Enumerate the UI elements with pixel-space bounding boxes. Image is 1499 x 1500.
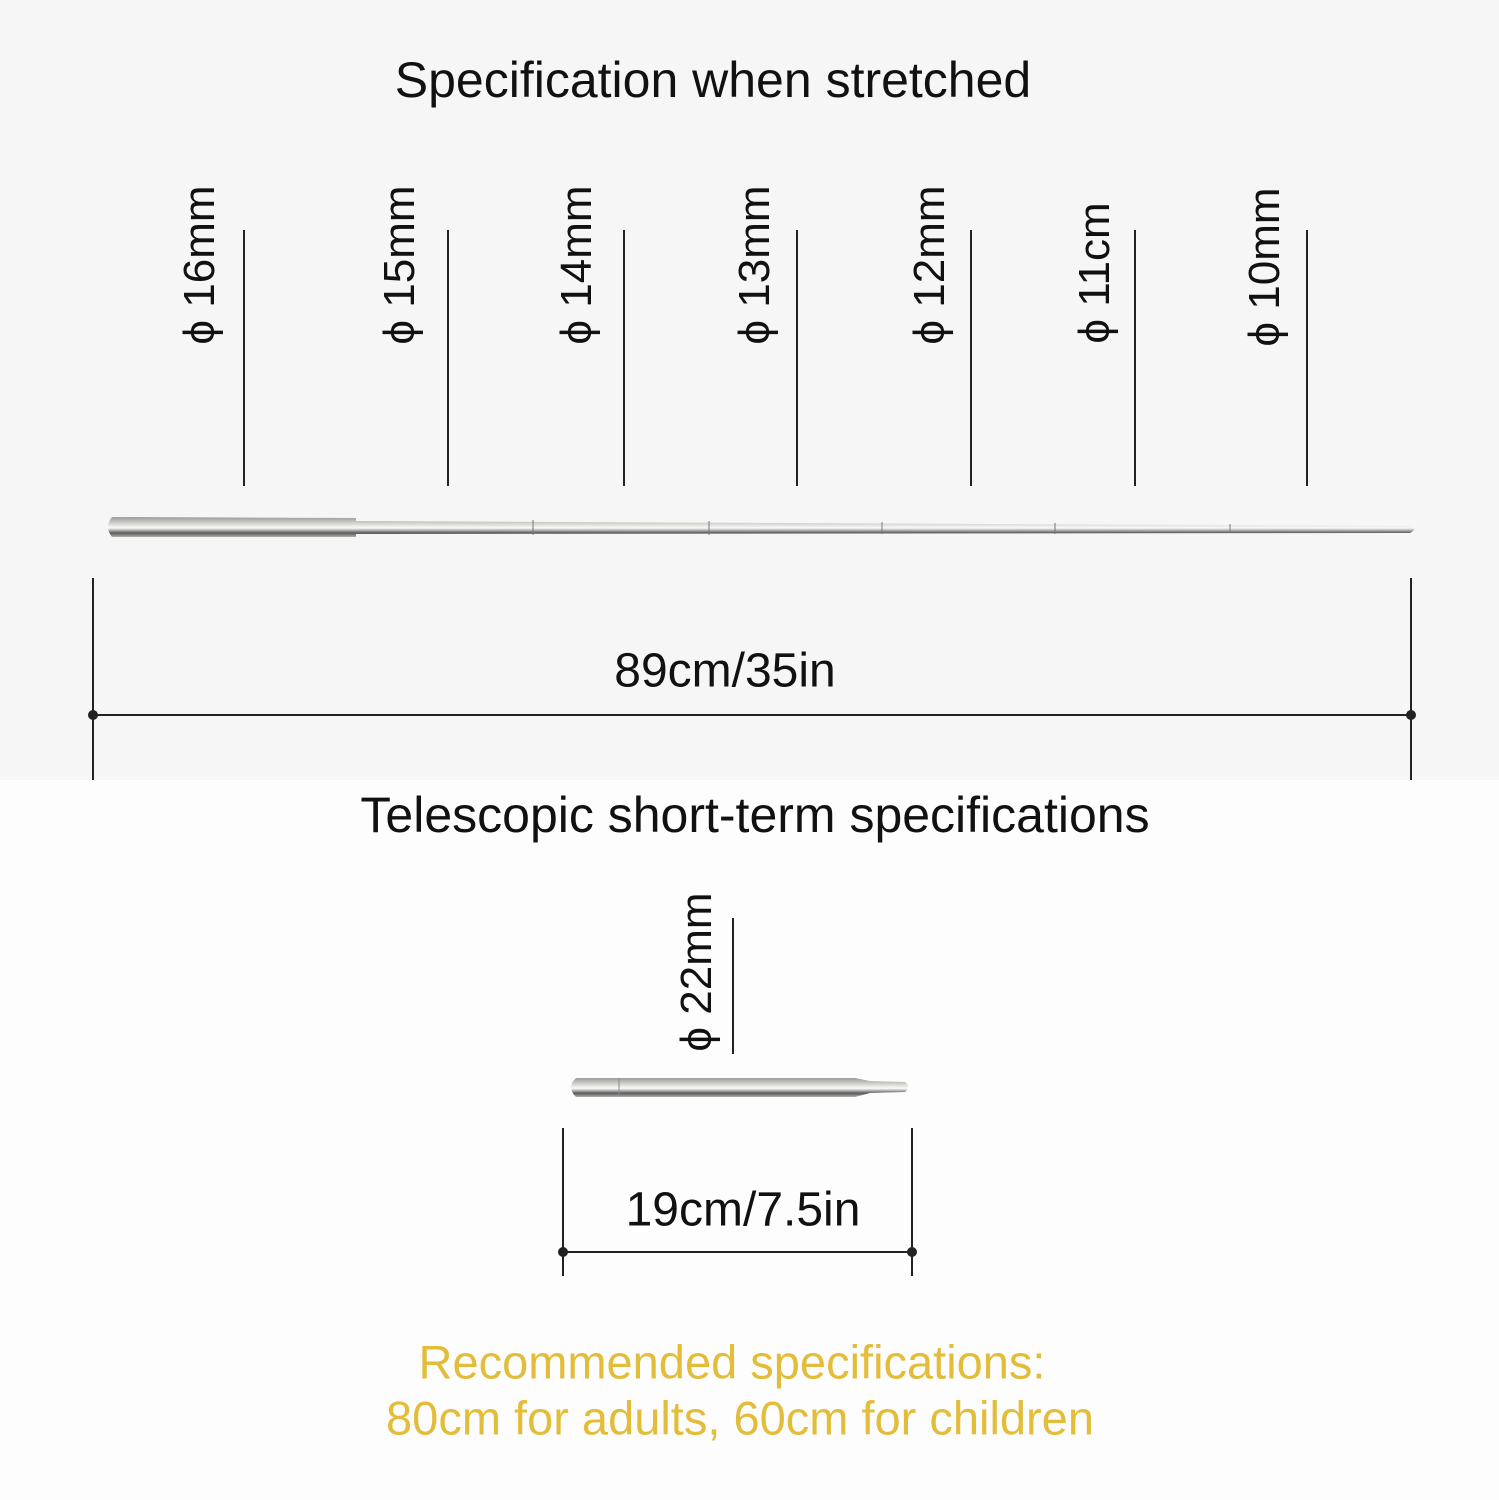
diameter-label: ϕ 11cm <box>1070 202 1119 344</box>
retracted-rod <box>571 1078 908 1097</box>
retracted-diameter-label: ϕ 22mm <box>672 892 721 1052</box>
recommendation-line-2: 80cm for adults, 60cm for children <box>386 1391 1094 1445</box>
diameter-label: ϕ 10mm <box>1240 187 1289 347</box>
extended-length-dimension <box>88 578 1416 780</box>
retracted-title: Telescopic short-term specifications <box>360 787 1150 843</box>
top-section-background <box>0 0 1499 780</box>
extended-rod <box>108 517 1414 537</box>
retracted-length-dimension <box>558 1128 917 1276</box>
diameter-leader-lines <box>243 230 1308 486</box>
diameter-label: ϕ 13mm <box>730 185 779 345</box>
extended-length-label: 89cm/35in <box>614 644 836 698</box>
diameter-label: ϕ 16mm <box>175 185 224 345</box>
recommendation-line-1: Recommended specifications: <box>418 1335 1046 1389</box>
diameter-label: ϕ 12mm <box>905 185 954 345</box>
diameter-label: ϕ 14mm <box>552 185 601 345</box>
retracted-length-label: 19cm/7.5in <box>625 1183 861 1237</box>
stretched-title: Specification when stretched <box>394 52 1032 108</box>
diameter-label: ϕ 15mm <box>375 185 424 345</box>
